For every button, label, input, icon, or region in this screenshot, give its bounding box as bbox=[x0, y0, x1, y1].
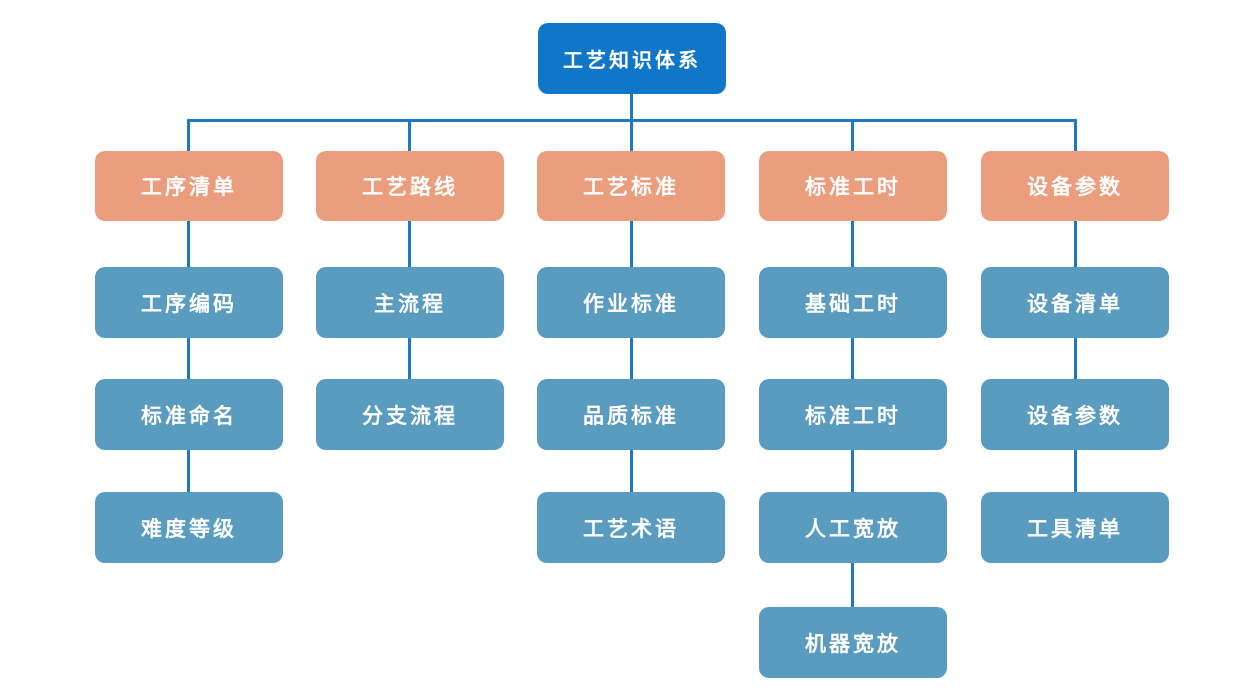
connector-line bbox=[187, 221, 190, 267]
child-node-tool-list: 工具清单 bbox=[981, 492, 1169, 563]
connector-line bbox=[1074, 221, 1077, 267]
category-node-process-list: 工序清单 bbox=[95, 151, 283, 221]
child-node-quality-standard: 品质标准 bbox=[537, 379, 725, 450]
connector-line bbox=[187, 119, 190, 151]
connector-line bbox=[1074, 338, 1077, 379]
child-node-main-flow: 主流程 bbox=[316, 267, 504, 338]
connector-line bbox=[408, 119, 411, 151]
connector-line bbox=[851, 119, 854, 151]
connector-line bbox=[630, 450, 633, 492]
child-node-standard-hours: 标准工时 bbox=[759, 379, 947, 450]
connector-line bbox=[851, 338, 854, 379]
category-node-equipment-params: 设备参数 bbox=[981, 151, 1169, 221]
child-node-standard-naming: 标准命名 bbox=[95, 379, 283, 450]
child-node-process-code: 工序编码 bbox=[95, 267, 283, 338]
child-node-process-terms: 工艺术语 bbox=[537, 492, 725, 563]
connector-line bbox=[851, 563, 854, 607]
connector-line bbox=[408, 221, 411, 267]
child-node-machine-allowance: 机器宽放 bbox=[759, 607, 947, 678]
child-node-equipment-params: 设备参数 bbox=[981, 379, 1169, 450]
root-node: 工艺知识体系 bbox=[538, 23, 726, 94]
child-node-labor-allowance: 人工宽放 bbox=[759, 492, 947, 563]
connector-line bbox=[1074, 450, 1077, 492]
connector-line bbox=[187, 338, 190, 379]
child-node-operation-standard: 作业标准 bbox=[537, 267, 725, 338]
connector-line bbox=[851, 221, 854, 267]
category-node-process-route: 工艺路线 bbox=[316, 151, 504, 221]
connector-line bbox=[408, 338, 411, 379]
connector-line bbox=[187, 450, 190, 492]
child-node-difficulty-level: 难度等级 bbox=[95, 492, 283, 563]
connector-line bbox=[630, 338, 633, 379]
category-node-standard-hours: 标准工时 bbox=[759, 151, 947, 221]
connector-line bbox=[851, 450, 854, 492]
connector-line bbox=[1074, 119, 1077, 151]
category-node-process-standard: 工艺标准 bbox=[537, 151, 725, 221]
child-node-base-hours: 基础工时 bbox=[759, 267, 947, 338]
connector-line bbox=[630, 221, 633, 267]
connector-line bbox=[630, 119, 633, 151]
child-node-branch-flow: 分支流程 bbox=[316, 379, 504, 450]
child-node-equipment-list: 设备清单 bbox=[981, 267, 1169, 338]
connector-line bbox=[630, 94, 633, 122]
